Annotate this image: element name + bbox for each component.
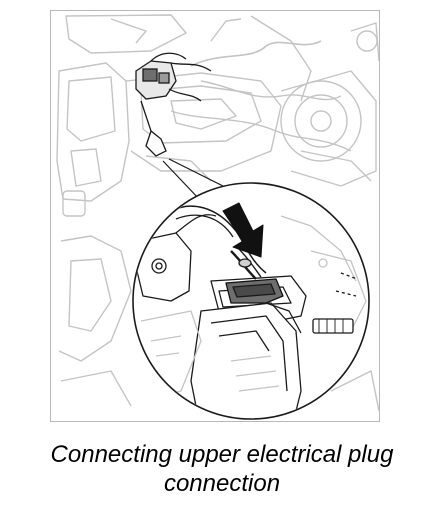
down-arrow-icon	[222, 202, 264, 258]
magnifier-callout	[132, 182, 370, 420]
diagram-illustration	[56, 14, 379, 420]
caption-line-2: connection	[163, 470, 281, 497]
diagram-frame	[50, 10, 380, 422]
callout-leader	[162, 158, 230, 202]
engine-bay-background	[56, 14, 379, 412]
caption-line-1: Connecting upper electrical plug	[50, 441, 394, 468]
upper-plug-detail	[135, 52, 212, 157]
figure-caption: Connecting upper electrical plug connect…	[0, 440, 444, 498]
